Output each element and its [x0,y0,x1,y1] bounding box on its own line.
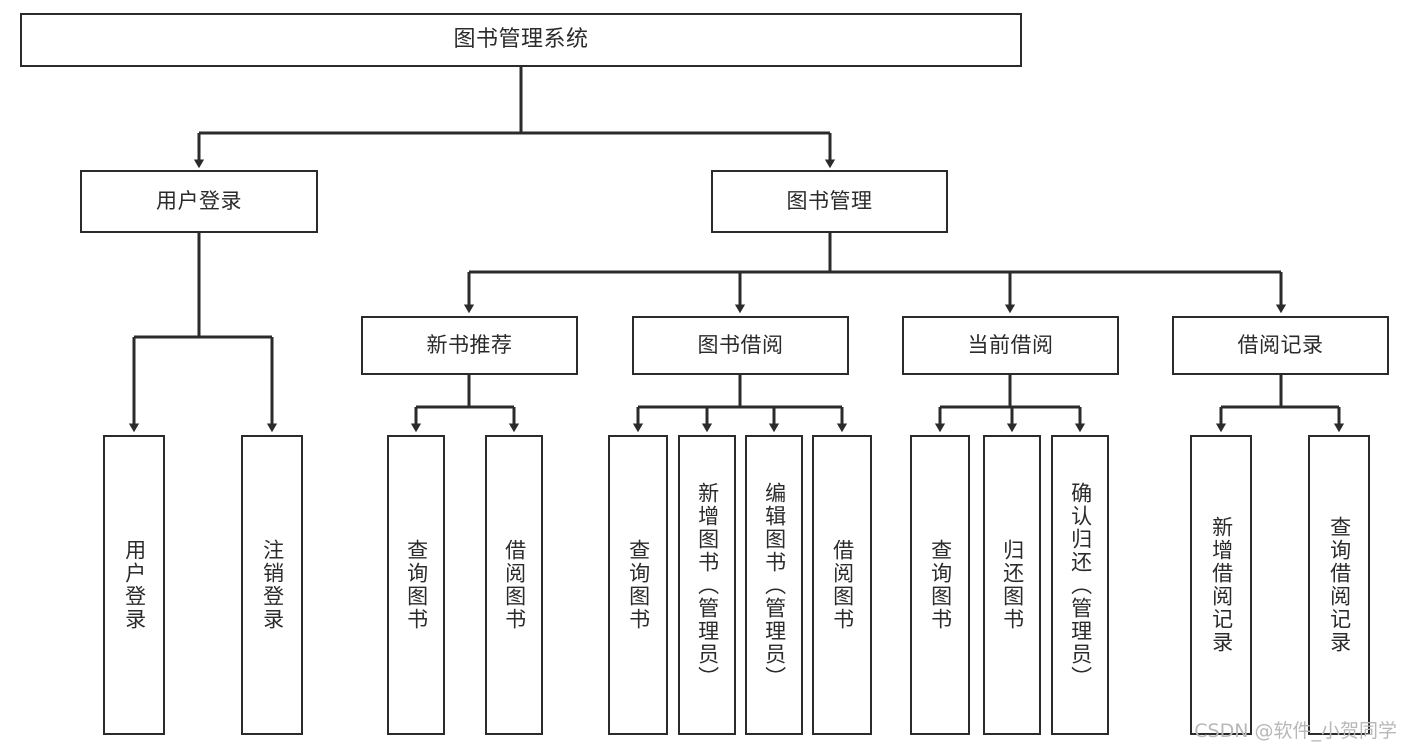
node-borrow-record[interactable]: 借阅记录 [1172,316,1389,375]
node-label: 借阅记录 [1237,333,1324,358]
node-label: 借阅图书 [502,539,527,631]
node-label: 查询图书 [626,539,651,631]
node-leaf-borrow-book-1[interactable]: 借阅图书 [485,435,543,735]
node-label: 图书管理系统 [453,27,589,53]
node-label: 查询图书 [404,539,429,631]
node-leaf-query-book-1[interactable]: 查询图书 [387,435,445,735]
node-label: 新书推荐 [426,333,513,358]
node-leaf-query-book-3[interactable]: 查询图书 [910,435,970,735]
node-leaf-logout[interactable]: 注销登录 [241,435,303,735]
node-leaf-add-book[interactable]: 新增图书（管理员） [678,435,736,735]
node-leaf-edit-book[interactable]: 编辑图书（管理员） [745,435,803,735]
node-new-book-rec[interactable]: 新书推荐 [361,316,578,375]
node-label: 图书借阅 [697,333,784,358]
node-leaf-query-book-2[interactable]: 查询图书 [608,435,668,735]
node-leaf-query-record[interactable]: 查询借阅记录 [1308,435,1370,735]
node-label: 注销登录 [260,539,285,631]
node-leaf-add-record[interactable]: 新增借阅记录 [1190,435,1252,735]
node-user-login[interactable]: 用户登录 [80,170,318,233]
node-label: 图书管理 [786,189,873,214]
node-label: 新增借阅记录 [1209,516,1234,654]
node-leaf-borrow-book-2[interactable]: 借阅图书 [812,435,872,735]
node-label: 用户登录 [122,539,147,631]
node-label: 当前借阅 [967,333,1054,358]
node-label: 用户登录 [156,189,242,214]
node-label: 新增图书（管理员） [695,481,720,689]
node-leaf-confirm-return[interactable]: 确认归还（管理员） [1051,435,1109,735]
node-label: 归还图书 [1000,539,1025,631]
node-label: 确认归还（管理员） [1068,481,1093,689]
node-current-borrow[interactable]: 当前借阅 [902,316,1119,375]
node-leaf-return-book[interactable]: 归还图书 [983,435,1041,735]
node-label: 编辑图书（管理员） [762,481,787,689]
node-label: 查询图书 [928,539,953,631]
node-book-manage[interactable]: 图书管理 [711,170,948,233]
csdn-watermark: CSDN @软件_小贺同学 [1194,720,1397,742]
node-leaf-user-login[interactable]: 用户登录 [103,435,165,735]
node-label: 借阅图书 [830,539,855,631]
node-label: 查询借阅记录 [1327,516,1352,654]
node-book-borrow[interactable]: 图书借阅 [632,316,849,375]
node-root[interactable]: 图书管理系统 [20,13,1022,67]
